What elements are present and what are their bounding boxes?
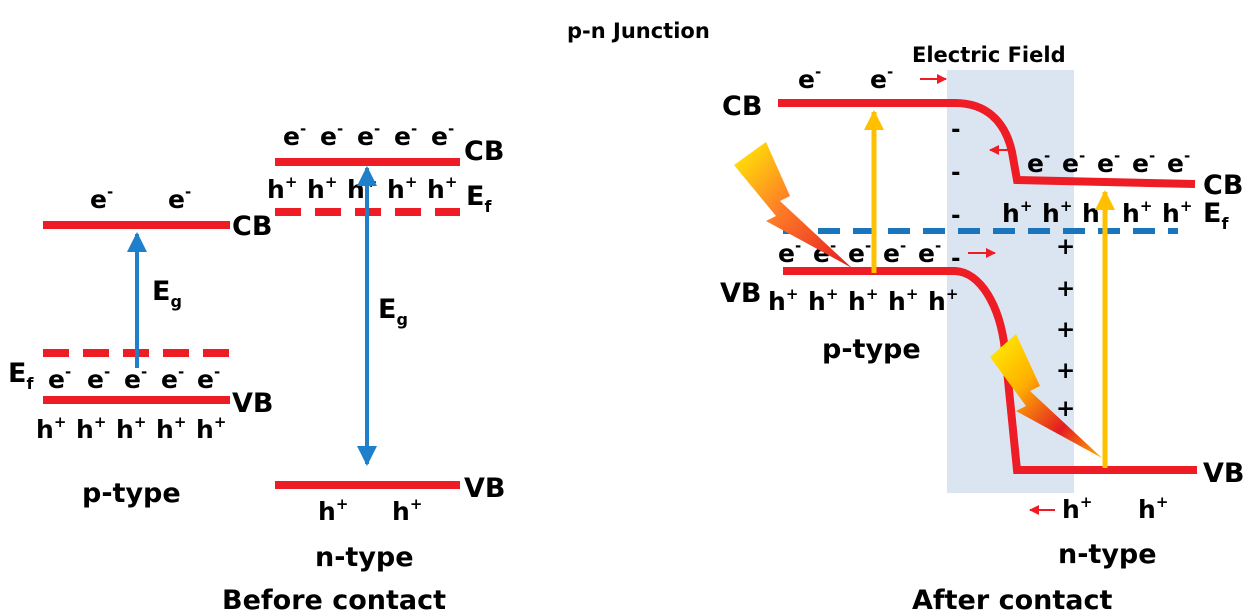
n-vb-label: VB [464, 473, 505, 504]
minus-sign: - [951, 117, 961, 143]
after-p-vb-electron: e- [778, 237, 801, 268]
after-contact-caption: After contact [912, 585, 1112, 616]
p-hole: h+ [76, 413, 106, 444]
plus-sign: + [1056, 317, 1075, 343]
electric-field-label: Electric Field [912, 43, 1066, 67]
p-vb-electron: e- [87, 363, 110, 394]
p-hole: h+ [36, 413, 66, 444]
after-p-hole: h+ [808, 285, 838, 316]
after-n-vb-hole: h+ [1062, 493, 1092, 524]
after-p-hole: h+ [888, 285, 918, 316]
after-n-cb-electron: e- [1167, 147, 1190, 178]
p-type-label: p-type [82, 478, 181, 509]
after-n-cb-electron: e- [1027, 147, 1050, 178]
after-n-cb-electron: e- [1132, 147, 1155, 178]
after-n-cb-hole: h+ [1122, 197, 1152, 228]
after-contact: Electric Field CB CB VB VB Ef e- e- e- e… [720, 43, 1244, 570]
diagram-title: p-n Junction [567, 19, 710, 43]
n-cb-hole: h+ [347, 173, 377, 204]
n-cb-electron: e- [394, 120, 417, 151]
p-hole: h+ [116, 413, 146, 444]
lightning-bolt-icon [734, 142, 852, 268]
lightning-bolt-icon [990, 334, 1102, 458]
after-p-type-label: p-type [822, 334, 921, 365]
after-n-cb-hole: h+ [1082, 197, 1112, 228]
n-type-label: n-type [315, 542, 414, 573]
n-cb-hole: h+ [387, 173, 417, 204]
plus-sign: + [1056, 276, 1075, 302]
after-cb-band [778, 99, 1196, 188]
p-cb-electron: e- [90, 183, 113, 214]
after-p-vb-electron: e- [918, 237, 941, 268]
n-cb-hole: h+ [307, 173, 337, 204]
after-p-hole: h+ [768, 285, 798, 316]
after-cb-label-right: CB [1203, 170, 1243, 201]
plus-sign: + [1056, 358, 1075, 384]
plus-sign: + [1056, 234, 1075, 260]
n-cb-electron: e- [320, 120, 343, 151]
n-cb-electron: e- [357, 120, 380, 151]
p-vb-electron: e- [48, 363, 71, 394]
p-vb-electron: e- [197, 363, 220, 394]
p-hole: h+ [156, 413, 186, 444]
minus-sign: - [951, 160, 961, 186]
after-n-cb-hole: h+ [1002, 197, 1032, 228]
after-n-cb-electron: e- [1097, 147, 1120, 178]
before-contact-caption: Before contact [222, 585, 446, 616]
n-vb-hole: h+ [318, 495, 348, 526]
n-cb-electron: e- [431, 120, 454, 151]
n-cb-hole: h+ [267, 173, 297, 204]
p-vb-electron: e- [124, 363, 147, 394]
after-vb-label-left: VB [720, 278, 761, 309]
after-n-cb-hole: h+ [1162, 197, 1192, 228]
p-vb-label: VB [232, 388, 273, 419]
after-n-cb-electron: e- [1062, 147, 1085, 178]
n-bandgap-label: Eg [378, 294, 408, 329]
p-hole: h+ [196, 413, 226, 444]
after-n-type-label: n-type [1058, 539, 1157, 570]
after-p-vb-electron: e- [848, 237, 871, 268]
n-cb-hole: h+ [427, 173, 457, 204]
n-fermi-label: Ef [466, 181, 492, 216]
after-n-vb-hole: h+ [1138, 493, 1168, 524]
before-p-type: CB VB e- e- e- e- e- e- e- h+ h+ h+ h+ h… [8, 183, 273, 509]
after-fermi-label: Ef [1203, 198, 1229, 233]
p-fermi-label: Ef [8, 358, 34, 393]
minus-sign: - [951, 203, 961, 229]
before-n-type: CB VB e- e- e- e- e- h+ h+ h+ h+ h+ Ef E… [267, 120, 505, 573]
p-cb-label: CB [232, 211, 272, 242]
minus-sign: - [951, 246, 961, 272]
after-p-cb-electron: e- [798, 63, 821, 94]
after-cb-label-left: CB [722, 91, 762, 122]
p-cb-electron: e- [168, 183, 191, 214]
after-p-vb-electron: e- [883, 237, 906, 268]
n-vb-hole: h+ [392, 495, 422, 526]
after-p-hole: h+ [848, 285, 878, 316]
plus-sign: + [1056, 396, 1075, 422]
after-p-hole: h+ [928, 285, 958, 316]
n-cb-label: CB [464, 136, 504, 167]
p-vb-electron: e- [161, 363, 184, 394]
n-cb-electron: e- [283, 120, 306, 151]
after-vb-label-right: VB [1203, 458, 1244, 489]
after-n-cb-hole: h+ [1042, 197, 1072, 228]
after-p-cb-electron: e- [870, 63, 893, 94]
p-bandgap-label: Eg [152, 276, 182, 311]
